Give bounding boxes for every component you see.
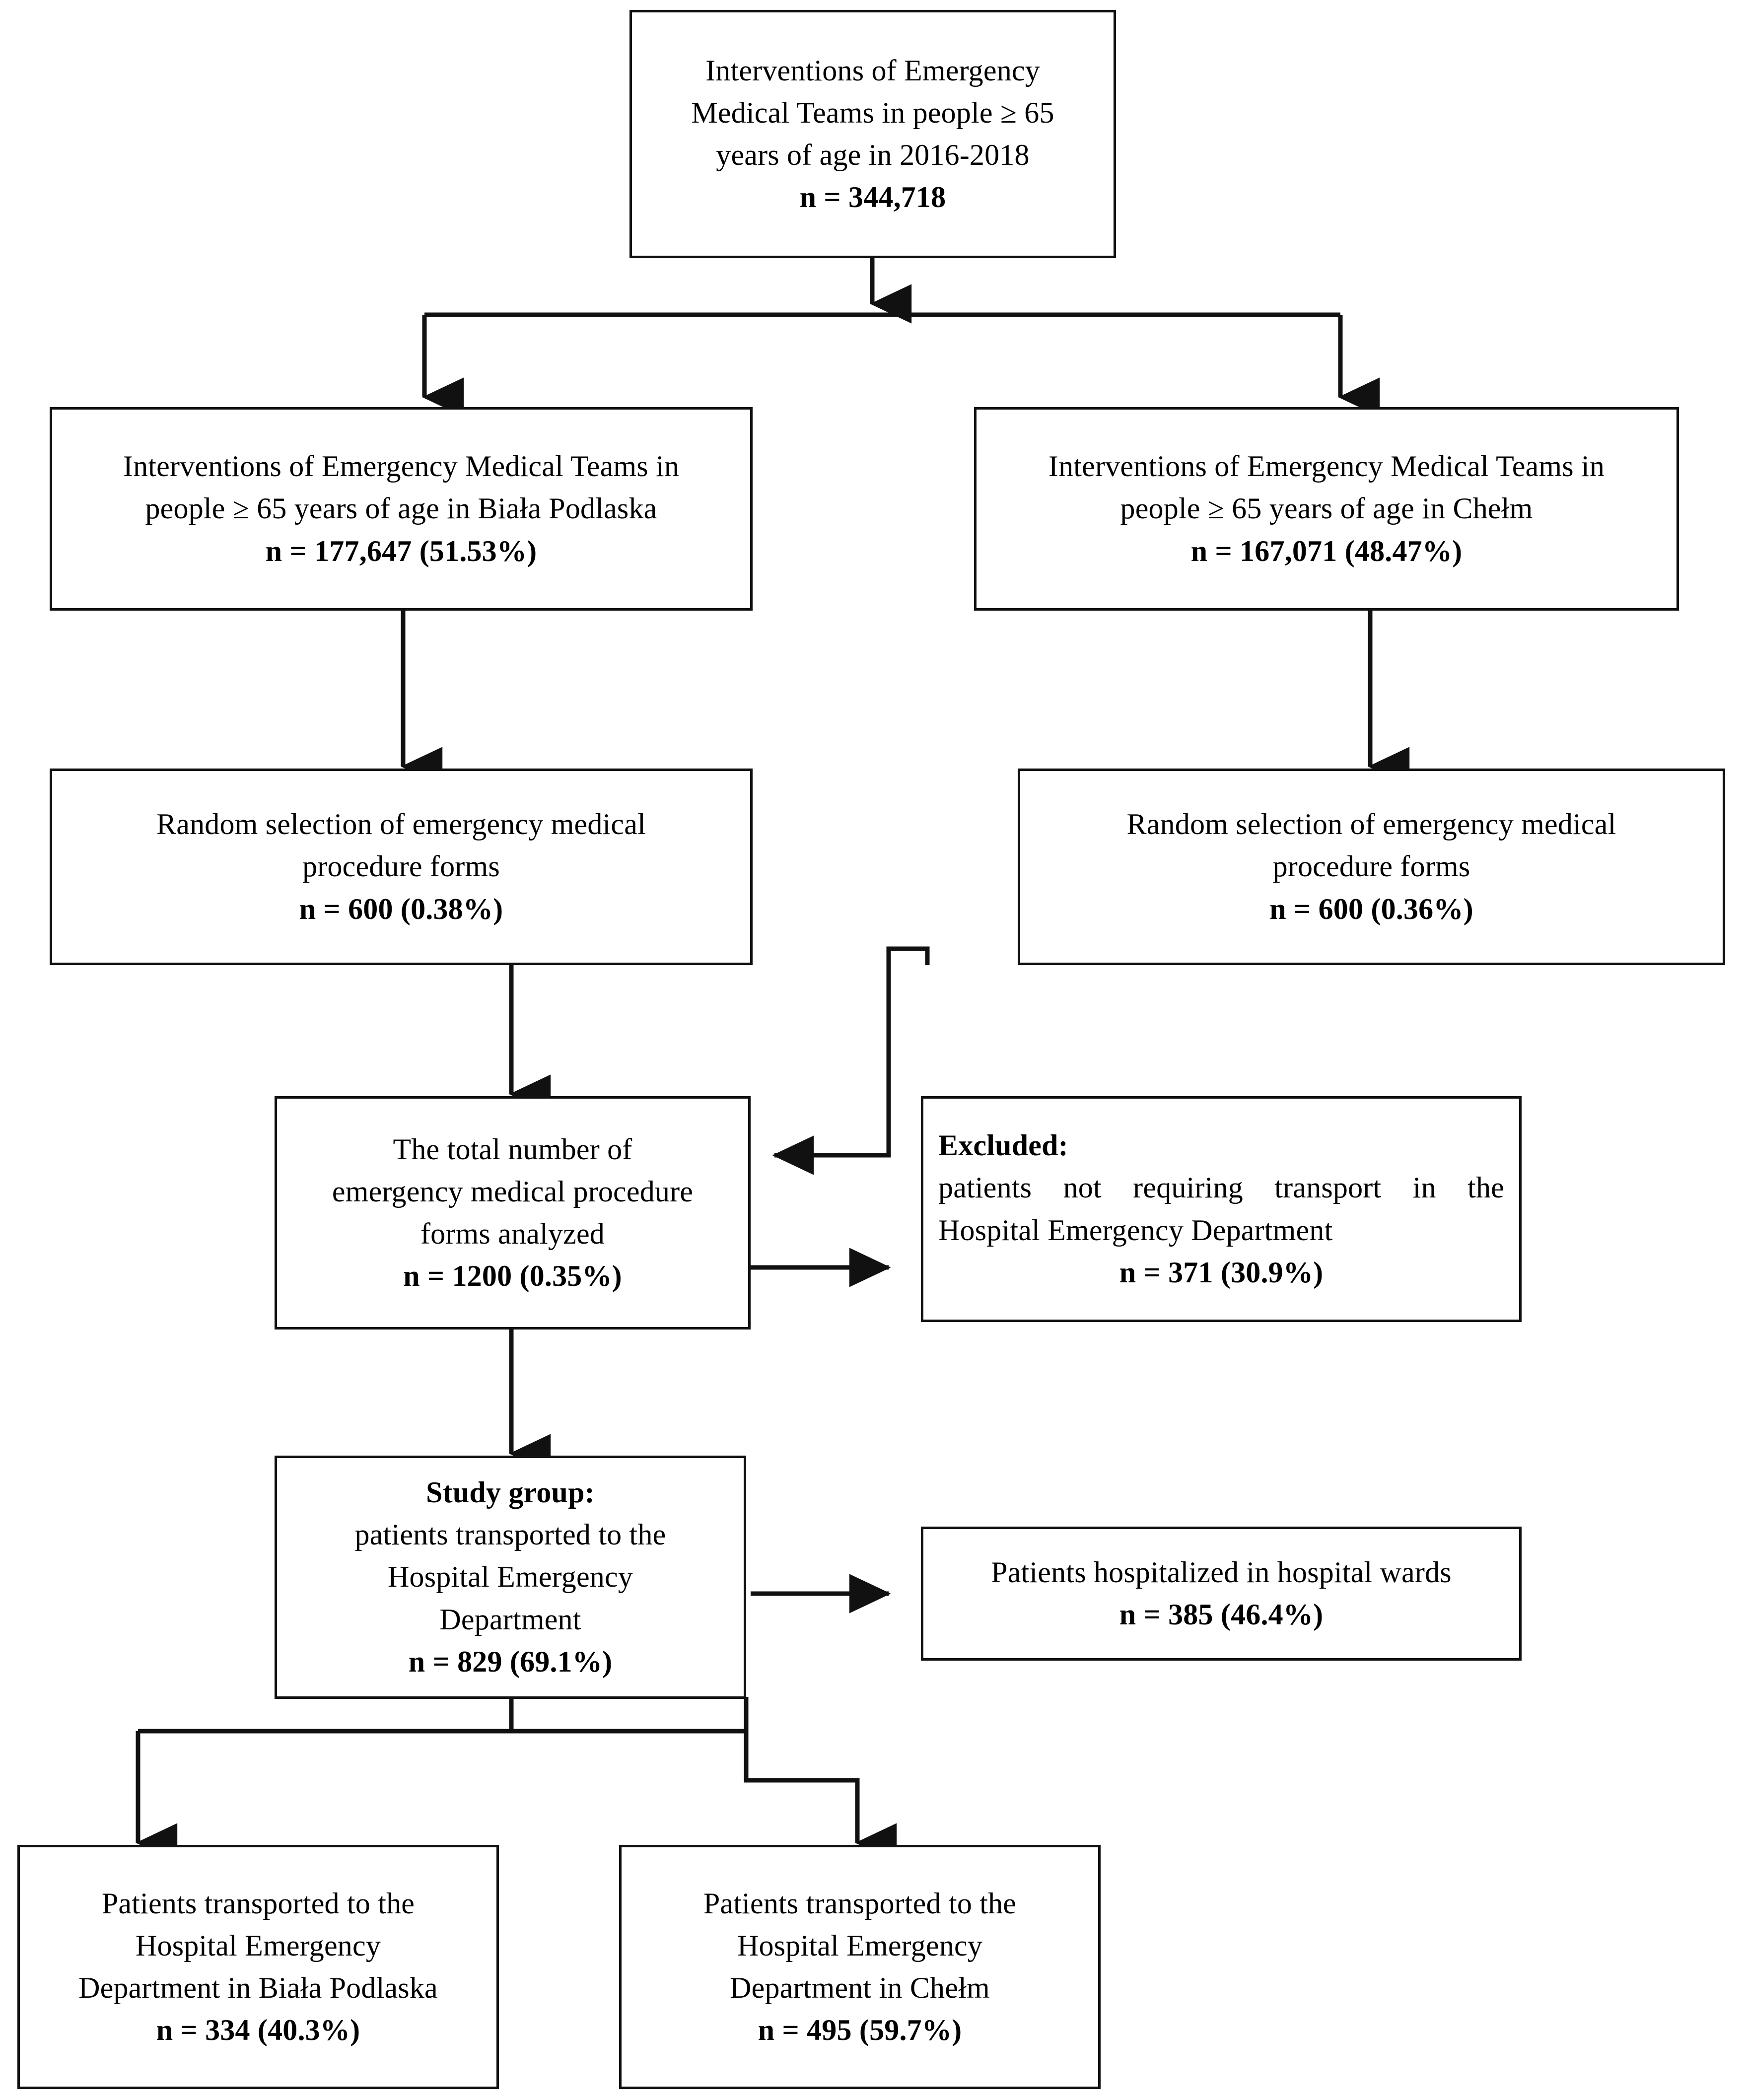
- node-line: Interventions of Emergency: [705, 54, 1040, 87]
- node-line: people ≥ 65 years of age in Biała Podlas…: [145, 492, 657, 525]
- node-count: n = 344,718: [799, 181, 946, 214]
- node-line: Random selection of emergency medical: [1126, 808, 1616, 841]
- node-line: Medical Teams in people ≥ 65: [691, 96, 1054, 129]
- node-line: The total number of: [393, 1132, 632, 1166]
- node-line: people ≥ 65 years of age in Chełm: [1120, 492, 1533, 525]
- node-line: patients not requiring transport in the: [938, 1171, 1504, 1204]
- node-line: Patients hospitalized in hospital wards: [991, 1555, 1452, 1589]
- node-line: Department: [439, 1603, 581, 1636]
- node-patients-hospitalized[interactable]: Patients hospitalized in hospital wards …: [921, 1527, 1522, 1661]
- node-line: procedure forms: [302, 850, 500, 883]
- node-line: Hospital Emergency Department: [938, 1213, 1333, 1247]
- node-count: n = 371 (30.9%): [1119, 1256, 1324, 1289]
- node-line: forms analyzed: [420, 1217, 605, 1250]
- edge-random-right-to-total: [772, 946, 930, 1175]
- node-line: Patients transported to the: [703, 1887, 1017, 1920]
- node-count: n = 385 (46.4%): [1119, 1598, 1324, 1631]
- node-total-forms-analyzed[interactable]: The total number of emergency medical pr…: [275, 1096, 751, 1330]
- node-count: n = 600 (0.36%): [1269, 892, 1473, 925]
- node-line: emergency medical procedure: [332, 1175, 694, 1208]
- node-line: Hospital Emergency: [135, 1929, 381, 1962]
- node-line: Patients transported to the: [101, 1887, 415, 1920]
- node-count: n = 1200 (0.35%): [403, 1260, 622, 1293]
- node-line: procedure forms: [1272, 850, 1470, 883]
- node-line: Hospital Emergency: [737, 1929, 983, 1962]
- node-line: Department in Chełm: [730, 1971, 990, 2004]
- node-study-group[interactable]: Study group: patients transported to the…: [275, 1456, 746, 1699]
- node-line: Department in Biała Podlaska: [78, 1971, 438, 2004]
- node-random-selection-chelm[interactable]: Random selection of emergency medical pr…: [1018, 769, 1725, 965]
- node-transported-biala-podlaska[interactable]: Patients transported to the Hospital Eme…: [17, 1845, 499, 2089]
- node-chelm-interventions[interactable]: Interventions of Emergency Medical Teams…: [974, 407, 1679, 611]
- node-transported-chelm[interactable]: Patients transported to the Hospital Eme…: [619, 1845, 1101, 2089]
- node-heading: Excluded:: [938, 1129, 1068, 1162]
- node-count: n = 334 (40.3%): [156, 2014, 360, 2047]
- node-count: n = 167,071 (48.47%): [1190, 534, 1463, 567]
- node-biala-podlaska-interventions[interactable]: Interventions of Emergency Medical Teams…: [50, 407, 753, 611]
- node-count: n = 177,647 (51.53%): [265, 534, 537, 567]
- node-line: years of age in 2016-2018: [716, 139, 1030, 171]
- node-excluded[interactable]: Excluded: patients not requiring transpo…: [921, 1096, 1522, 1322]
- node-heading: Study group:: [426, 1476, 595, 1509]
- node-line: Random selection of emergency medical: [156, 808, 646, 841]
- node-random-selection-biala-podlaska[interactable]: Random selection of emergency medical pr…: [50, 769, 753, 965]
- node-line: Interventions of Emergency Medical Teams…: [1048, 450, 1605, 483]
- node-count: n = 495 (59.7%): [758, 2014, 962, 2047]
- node-count: n = 829 (69.1%): [408, 1645, 613, 1678]
- node-line: patients transported to the: [354, 1518, 666, 1551]
- node-line: Interventions of Emergency Medical Teams…: [123, 450, 680, 483]
- node-count: n = 600 (0.38%): [299, 892, 503, 925]
- node-line: Hospital Emergency: [387, 1560, 633, 1594]
- edge-study-to-chelm-bottom: [744, 1697, 897, 1863]
- node-total-interventions[interactable]: Interventions of Emergency Medical Teams…: [629, 10, 1116, 258]
